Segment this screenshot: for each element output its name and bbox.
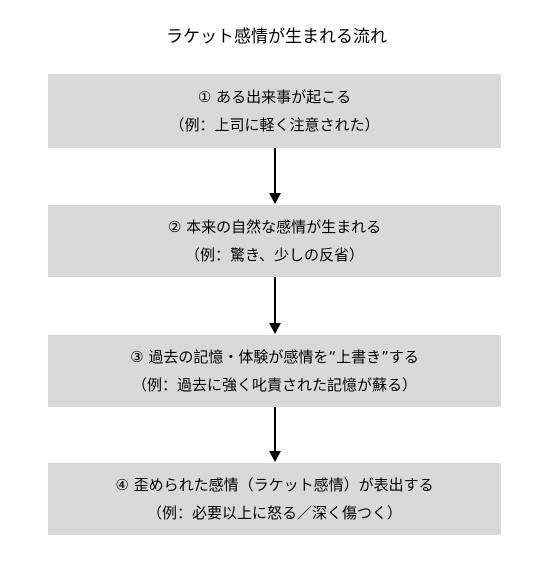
- step-box-2: ② 本来の自然な感情が生まれる （例：驚き、少しの反省）: [48, 205, 501, 277]
- step-1-example: （例：上司に軽く注意された）: [169, 116, 380, 134]
- step-box-4: ④ 歪められた感情（ラケット感情）が表出する （例：必要以上に怒る／深く傷つく）: [48, 463, 501, 535]
- arrow-down-icon: [268, 148, 282, 205]
- arrow-down-icon: [268, 277, 282, 335]
- step-2-example: （例：驚き、少しの反省）: [185, 246, 364, 264]
- arrow-down-icon: [268, 407, 282, 463]
- step-4-event: ④ 歪められた感情（ラケット感情）が表出する: [115, 476, 434, 494]
- step-box-3: ③ 過去の記憶・体験が感情を“上書き”する （例：過去に強く叱責された記憶が蘇る…: [48, 335, 501, 407]
- step-3-example: （例：過去に強く叱責された記憶が蘇る）: [131, 376, 417, 394]
- step-box-1: ① ある出来事が起こる （例：上司に軽く注意された）: [48, 74, 501, 148]
- step-2-event: ② 本来の自然な感情が生まれる: [167, 218, 382, 236]
- step-4-example: （例：必要以上に怒る／深く傷つく）: [146, 504, 402, 522]
- step-1-event: ① ある出来事が起こる: [197, 88, 352, 106]
- step-3-event: ③ 過去の記憶・体験が感情を“上書き”する: [130, 348, 419, 366]
- diagram-title: ラケット感情が生まれる流れ: [166, 27, 387, 47]
